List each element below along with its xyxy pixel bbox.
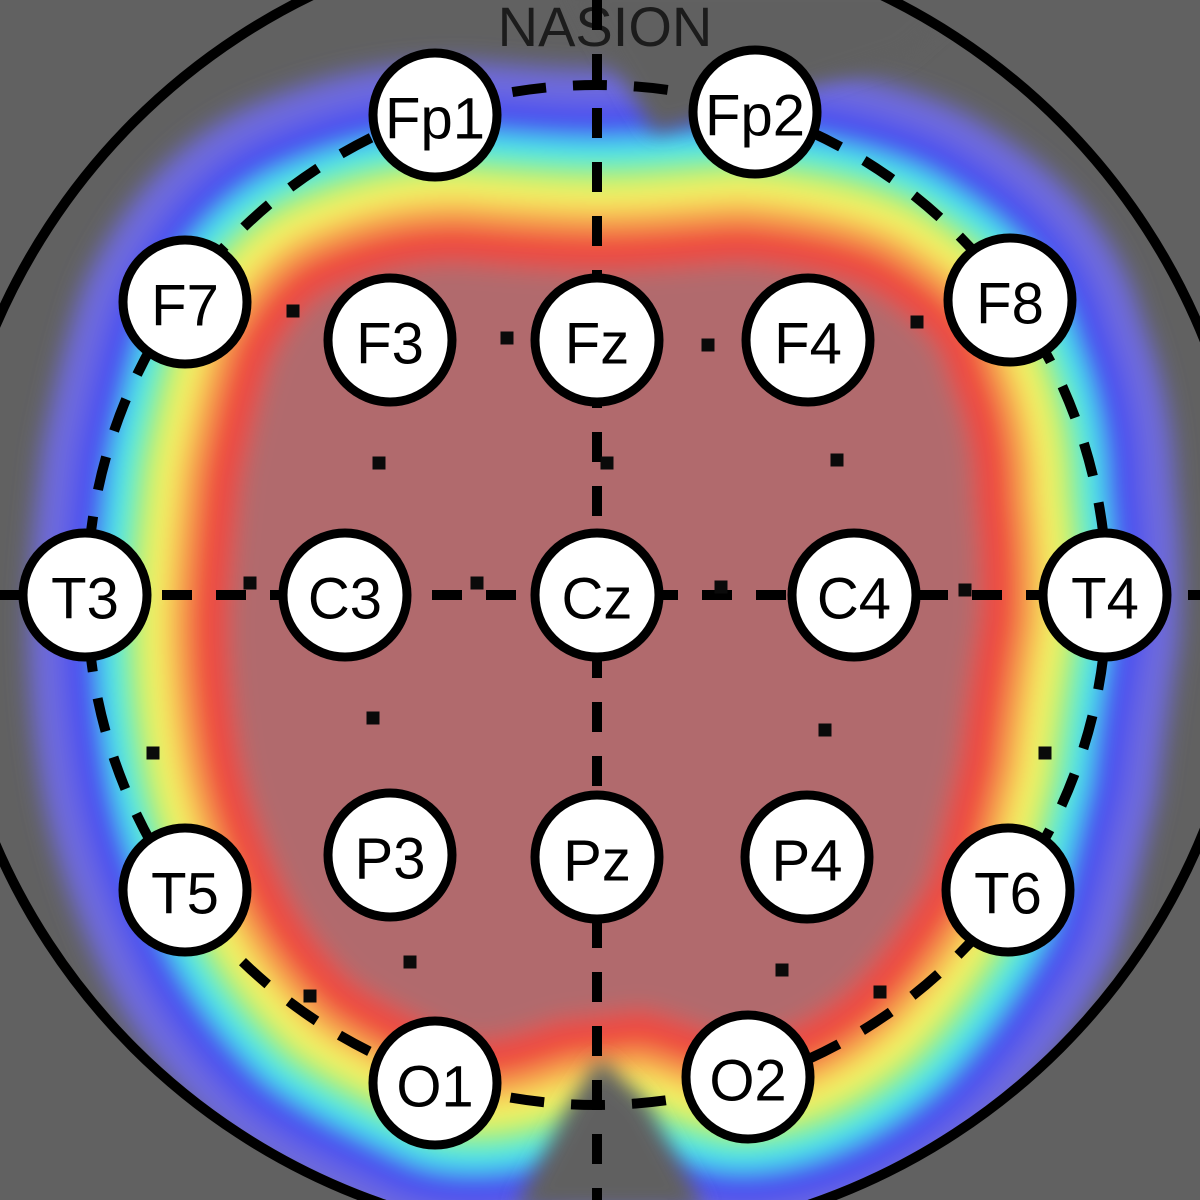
true-position-dot: [403, 955, 417, 969]
electrode-T6: T6: [941, 823, 1075, 957]
true-position-dot: [470, 576, 484, 590]
nasion-label: NASION: [498, 0, 713, 58]
electrode-label: Cz: [562, 567, 633, 632]
electrode-circle: [368, 1016, 502, 1150]
electrode-circle: [681, 1010, 815, 1144]
electrode-label: Fp2: [705, 84, 805, 149]
electrode-F8: F8: [943, 233, 1077, 367]
true-position-dot: [958, 583, 972, 597]
electrode-label: F3: [356, 312, 424, 377]
electrode-label: T3: [51, 567, 119, 632]
electrode-F3: F3: [323, 273, 457, 407]
electrode-label: P3: [355, 827, 426, 892]
electrode-circle: [741, 273, 875, 407]
electrode-label: T4: [1071, 567, 1139, 632]
electrode-Fp1: Fp1: [368, 48, 502, 182]
true-position-dot: [1038, 746, 1052, 760]
electrode-label: F8: [976, 272, 1044, 337]
electrode-circle: [278, 528, 412, 662]
electrode-label: F7: [151, 274, 219, 339]
true-position-dot: [701, 338, 715, 352]
electrode-circle: [943, 233, 1077, 367]
electrode-circle: [118, 823, 252, 957]
true-position-dot: [600, 456, 614, 470]
electrode-circle: [323, 788, 457, 922]
electrode-label: C3: [308, 567, 382, 632]
electrode-label: O2: [709, 1049, 786, 1114]
electrode-label: P4: [772, 829, 843, 894]
electrode-circle: [1038, 528, 1172, 662]
electrode-label: Pz: [563, 829, 631, 894]
electrode-label: T5: [151, 862, 219, 927]
electrode-Pz: Pz: [530, 790, 664, 924]
true-position-dot: [372, 456, 386, 470]
electrode-label: T6: [974, 862, 1042, 927]
electrode-label: F4: [774, 312, 842, 377]
electrode-Fz: Fz: [530, 273, 664, 407]
true-position-dot: [303, 989, 317, 1003]
electrode-circle: [787, 528, 921, 662]
electrode-T3: T3: [18, 528, 152, 662]
electrode-F4: F4: [741, 273, 875, 407]
electrode-P4: P4: [740, 790, 874, 924]
electrode-label: Fp1: [385, 87, 485, 152]
electrode-circle: [118, 235, 252, 369]
electrode-Fp2: Fp2: [688, 45, 822, 179]
electrode-O1: O1: [368, 1016, 502, 1150]
electrode-T5: T5: [118, 823, 252, 957]
true-position-dot: [500, 331, 514, 345]
electrode-circle: [18, 528, 152, 662]
true-position-dot: [775, 963, 789, 977]
electrode-circle: [530, 790, 664, 924]
true-position-dot: [243, 576, 257, 590]
electrode-circle: [530, 528, 664, 662]
electrode-C3: C3: [278, 528, 412, 662]
electrode-O2: O2: [681, 1010, 815, 1144]
electrode-circle: [368, 48, 502, 182]
true-position-dot: [830, 453, 844, 467]
electrode-circle: [941, 823, 1075, 957]
true-position-dot: [873, 985, 887, 999]
true-position-dot: [818, 723, 832, 737]
electrode-circle: [688, 45, 822, 179]
true-position-dots: [146, 304, 1052, 1003]
true-position-dot: [910, 315, 924, 329]
true-position-dot: [286, 304, 300, 318]
true-position-dot: [714, 580, 728, 594]
electrode-circle: [530, 273, 664, 407]
electrode-F7: F7: [118, 235, 252, 369]
electrode-T4: T4: [1038, 528, 1172, 662]
bottom-gray-notch: [515, 1058, 705, 1200]
electrode-label: O1: [396, 1055, 473, 1120]
true-position-dot: [146, 746, 160, 760]
electrode-circle: [740, 790, 874, 924]
electrode-circle: [323, 273, 457, 407]
electrode-label: Fz: [565, 312, 629, 377]
electrode-C4: C4: [787, 528, 921, 662]
true-position-dot: [366, 711, 380, 725]
electrode-label: C4: [817, 567, 891, 632]
electrode-Cz: Cz: [530, 528, 664, 662]
electrode-P3: P3: [323, 788, 457, 922]
